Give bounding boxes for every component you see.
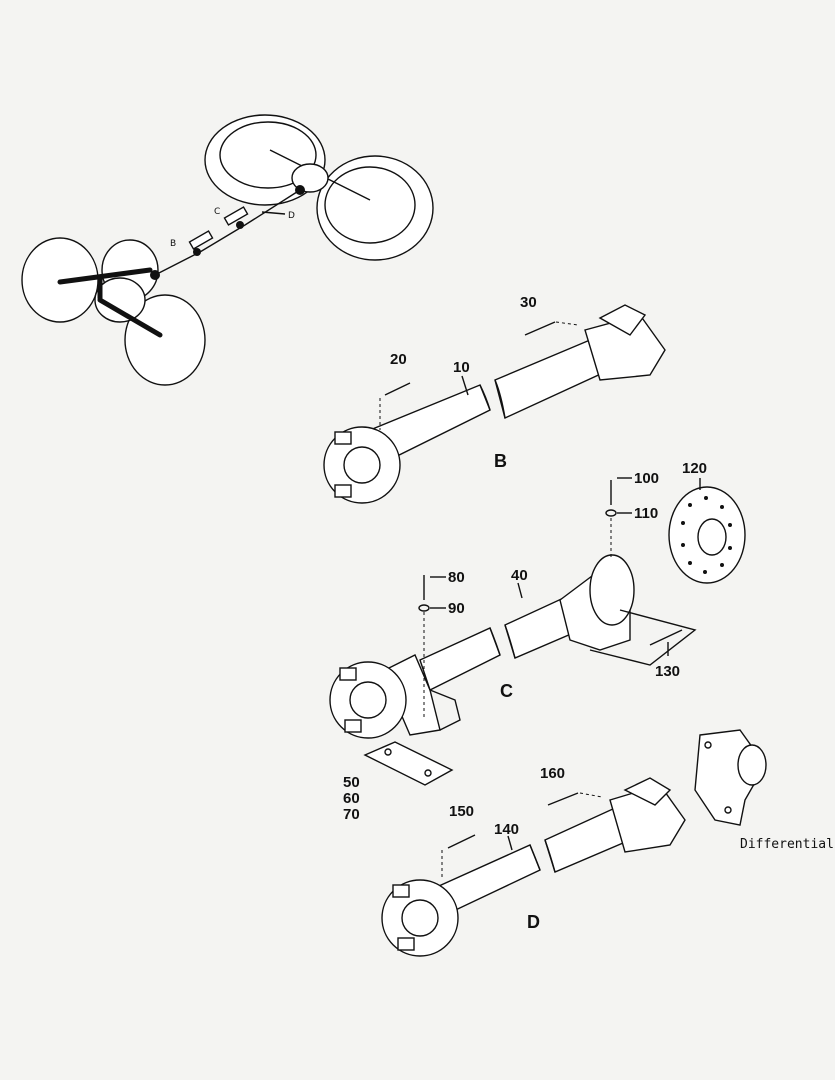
bolt-150 bbox=[441, 834, 476, 880]
label-130: 130 bbox=[655, 663, 680, 680]
label-150: 150 bbox=[449, 803, 474, 820]
joint-dot bbox=[236, 221, 244, 229]
front-wheel-right bbox=[124, 294, 206, 386]
shaft-b-coupling-flange bbox=[323, 426, 401, 504]
shaft-c-coupling-flange bbox=[329, 661, 407, 739]
shaft-c-tube-front bbox=[419, 627, 501, 691]
label-140: 140 bbox=[494, 821, 519, 838]
overview-label-c: C bbox=[214, 207, 220, 217]
label-80: 80 bbox=[448, 569, 465, 586]
shim-plate-50 bbox=[363, 741, 454, 786]
shaft-b-assembly: 20 30 10 B bbox=[323, 294, 666, 504]
bolt-130 bbox=[649, 629, 683, 646]
shaft-b-tube-rear bbox=[494, 339, 606, 419]
bolt-30 bbox=[524, 321, 579, 336]
rear-track-right bbox=[316, 155, 434, 261]
bolt-80 bbox=[418, 575, 430, 720]
joint-dot bbox=[295, 185, 305, 195]
label-160: 160 bbox=[540, 765, 565, 782]
front-axle-housing bbox=[94, 239, 159, 323]
label-60: 60 bbox=[343, 790, 360, 807]
bolt-20 bbox=[379, 382, 411, 430]
label-50: 50 bbox=[343, 774, 360, 791]
differential-label: Differential bbox=[740, 837, 834, 852]
label-40: 40 bbox=[511, 567, 528, 584]
label-100: 100 bbox=[634, 470, 659, 487]
ring-flange-120 bbox=[668, 486, 746, 584]
label-70: 70 bbox=[343, 806, 360, 823]
support-bearing bbox=[188, 230, 214, 250]
shaft-d-coupling-flange bbox=[381, 879, 459, 957]
overview-label-b: B bbox=[170, 239, 176, 249]
drivetrain-overview: B C D bbox=[21, 114, 434, 386]
shaft-d-assembly: 150 160 140 D Differential bbox=[381, 729, 834, 957]
section-c-title: C bbox=[500, 681, 513, 701]
drive-shaft-line bbox=[154, 189, 301, 276]
rear-axle-housing bbox=[291, 163, 329, 193]
differential-yoke bbox=[694, 729, 767, 826]
support-bearing bbox=[223, 206, 249, 226]
section-d-title: D bbox=[527, 912, 540, 932]
rear-flange bbox=[589, 554, 635, 626]
label-110: 110 bbox=[634, 505, 658, 522]
label-90: 90 bbox=[448, 600, 465, 617]
shaft-c-assembly: 80 90 40 100 110 120 130 50 60 70 C bbox=[329, 460, 746, 823]
label-20: 20 bbox=[390, 351, 407, 368]
overview-label-d: D bbox=[288, 211, 295, 221]
bolt-160 bbox=[547, 792, 603, 806]
joint-dot bbox=[193, 248, 201, 256]
section-b-title: B bbox=[494, 451, 507, 471]
bolt-100 bbox=[605, 480, 617, 560]
label-120: 120 bbox=[682, 460, 707, 477]
joint-dot bbox=[150, 270, 160, 280]
label-10: 10 bbox=[453, 359, 470, 376]
label-30: 30 bbox=[520, 294, 537, 311]
